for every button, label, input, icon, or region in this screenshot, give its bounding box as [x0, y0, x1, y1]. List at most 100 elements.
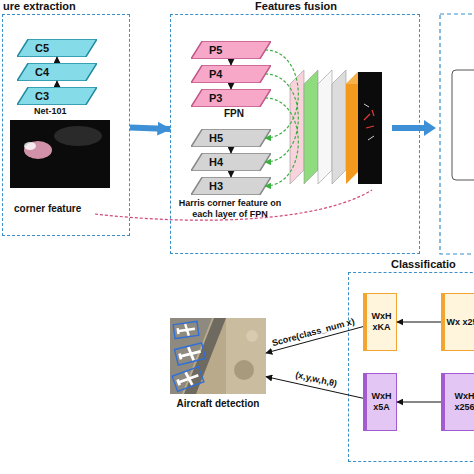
feature-slab [358, 72, 382, 184]
aircraft [174, 343, 205, 365]
layer-shape [191, 89, 271, 107]
feature-layer: P4 [191, 65, 271, 83]
rotated-box [173, 321, 199, 338]
annotation: FPN [212, 108, 256, 120]
rotated-box [174, 343, 205, 365]
layer-shape [191, 129, 271, 147]
layer-outline [191, 41, 271, 59]
connector-arrow [231, 59, 232, 65]
feature-layer: C3 [17, 87, 97, 105]
result-image: Aircraft detection [170, 318, 266, 414]
flow-arrow-head [424, 120, 436, 136]
layer-shape [191, 177, 271, 195]
plane [178, 345, 203, 364]
layer-outline [17, 39, 97, 57]
ground [226, 318, 266, 394]
aircraft [173, 321, 199, 338]
truncated-box [452, 70, 474, 180]
layer-shape [191, 41, 271, 59]
connector-arrow [231, 83, 232, 89]
feature-layer: H5 [191, 129, 271, 147]
feature-slab [346, 72, 358, 184]
node-label: Features fusion [231, 0, 361, 12]
corner-blob [24, 141, 52, 159]
connector-arrow [265, 50, 298, 138]
plane [175, 369, 200, 390]
layer-outline [191, 65, 271, 83]
layer-outline [191, 177, 271, 195]
feature-layer: C5 [17, 39, 97, 57]
node-label: ure extraction [3, 0, 123, 12]
node-label: Wx x256 [446, 317, 474, 328]
node-label: C3 [35, 89, 49, 103]
node-label: Classificatio [391, 258, 474, 270]
connector-arrow [231, 171, 232, 177]
feature-layer: C4 [17, 63, 97, 81]
node-label: WxH x5A [367, 391, 396, 413]
corner-mark [364, 104, 374, 140]
node-label: WxH xKA [367, 311, 396, 333]
aircraft [172, 367, 204, 392]
connector-arrow [231, 147, 232, 153]
ground-texture [246, 330, 258, 342]
annotation: corner feature [14, 203, 124, 215]
connector-arrow [265, 74, 298, 162]
ground [170, 318, 266, 394]
layer-outline [191, 89, 271, 107]
truncated-box [440, 14, 474, 254]
feature-layer: H3 [191, 177, 271, 195]
node-label: WxH x256 [445, 391, 474, 413]
output-tensor: WxH xKA [363, 293, 397, 351]
output-tensor: Wx x256 [441, 293, 474, 351]
corner-image [10, 120, 110, 188]
feature-layer: H4 [191, 153, 271, 171]
connector-arrow [57, 57, 58, 63]
plane [176, 323, 195, 337]
corner-blob [24, 142, 36, 150]
layer-outline [17, 87, 97, 105]
layer-outline [17, 63, 97, 81]
feature-slab [318, 70, 332, 184]
layer-shape [17, 39, 97, 57]
node-label: P3 [209, 91, 222, 105]
rotated-box [172, 367, 204, 392]
output-tensor: WxH x5A [363, 373, 397, 431]
layer-shape [17, 87, 97, 105]
layer-outline [191, 129, 271, 147]
ground-texture [234, 360, 254, 380]
feature-layer: P3 [191, 89, 271, 107]
connector-arrow [397, 402, 441, 403]
edge-label: Score(class_num x) [271, 316, 356, 348]
node-label: P5 [209, 43, 222, 57]
node-label: C4 [35, 65, 49, 79]
feature-layer: P5 [191, 41, 271, 59]
feature-slab [332, 70, 346, 184]
apron [170, 318, 212, 394]
layer-shape [191, 65, 271, 83]
flow-arrow [392, 125, 426, 131]
annotation: Harris corner feature on each layer of F… [174, 198, 286, 220]
corner-shade [54, 126, 102, 146]
connector-arrow [397, 322, 441, 323]
corner-mark [364, 110, 374, 128]
node-label: H3 [209, 179, 223, 193]
node-label: Aircraft detection [160, 398, 276, 409]
feature-slab [304, 70, 318, 184]
connector-arrow [265, 98, 298, 186]
section-box: ure extractionC5C4C3 [2, 14, 130, 236]
node-label: H4 [209, 155, 223, 169]
aircraft-image [170, 318, 266, 394]
edge-label: (x,y,w,h,θ) [294, 370, 338, 389]
layer-outline [191, 153, 271, 171]
output-tensor: WxH x256 [441, 373, 474, 431]
node-label: H5 [209, 131, 223, 145]
layer-shape [191, 153, 271, 171]
section-box: ClassificatioWxH xKAWx x256WxH x5AWxH x2… [348, 272, 474, 462]
layer-shape [17, 63, 97, 81]
connector-arrow [130, 128, 170, 130]
connector-arrow [57, 81, 58, 87]
node-label: P4 [209, 67, 222, 81]
node-label: C5 [35, 41, 49, 55]
annotation: Net-101 [34, 106, 114, 117]
